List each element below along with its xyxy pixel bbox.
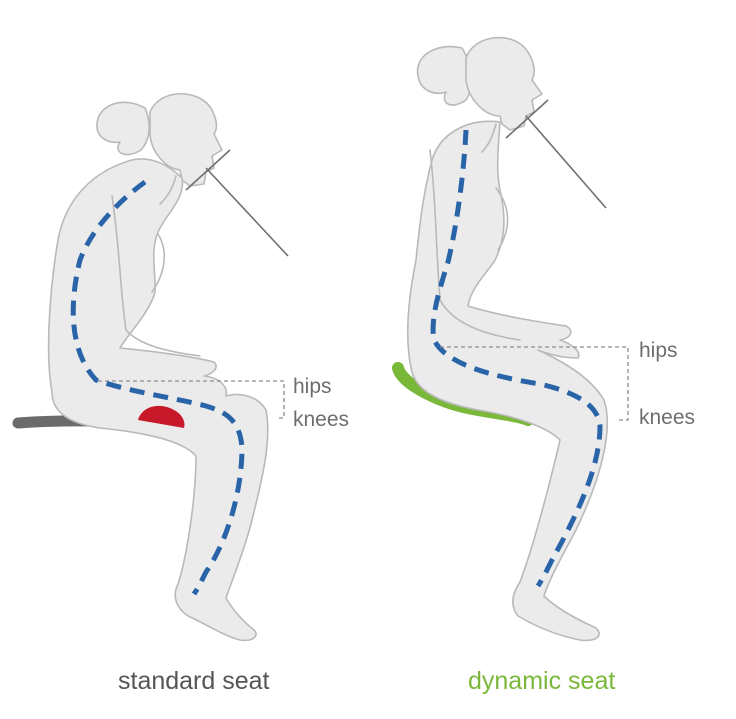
standard-head (149, 92, 223, 187)
standard-spine-line (70, 179, 245, 596)
dynamic-ponytail (416, 45, 472, 106)
standard-sight-line (185, 149, 289, 257)
standard-knees-label: knees (293, 408, 349, 431)
dynamic-arm (429, 149, 521, 341)
standard-arm (111, 195, 201, 357)
dynamic-chest (495, 187, 509, 251)
standard-body (47, 158, 269, 642)
standard-hips-bracket (98, 380, 285, 419)
dynamic-sight-line (505, 99, 607, 209)
dynamic-spine-line (430, 129, 603, 588)
standard-seat-caption: standard seat (118, 667, 270, 695)
standard-chest (151, 233, 166, 293)
dynamic-head (465, 36, 543, 131)
standard-ponytail (96, 101, 150, 156)
standard-pressure-spot (138, 405, 185, 428)
dynamic-hips-bracket (440, 346, 629, 421)
dynamic-hips-label: hips (639, 339, 678, 362)
dynamic-body (406, 120, 609, 642)
dynamic-knees-label: knees (639, 406, 695, 429)
standard-seat-figure: hips knees standard seat (12, 92, 349, 695)
dynamic-seat-figure: hips knees dynamic seat (392, 36, 695, 695)
dynamic-seat-caption: dynamic seat (468, 667, 615, 695)
dynamic-neck (481, 123, 497, 153)
standard-hips-label: hips (293, 375, 332, 398)
standard-neck (159, 175, 177, 205)
